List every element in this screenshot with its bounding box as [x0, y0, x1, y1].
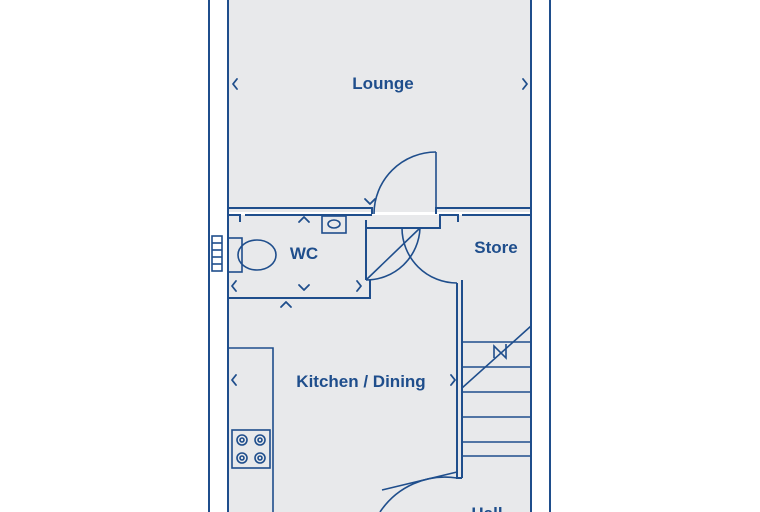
wc-top-wall [228, 214, 241, 222]
kitchen-top-chevron-icon [280, 301, 292, 308]
hob-ring-3 [236, 452, 248, 464]
kitchen-hob [231, 429, 271, 469]
kitchen-worktop [228, 347, 274, 512]
toilet-bowl [237, 239, 277, 271]
kitchen-floor [228, 280, 462, 512]
staircase [461, 325, 532, 457]
room-label-hall: Hall [471, 504, 502, 512]
wc-basin [321, 215, 347, 234]
hall-door-swing [379, 476, 458, 512]
room-label-store: Store [474, 238, 517, 257]
soil-pipe [211, 235, 223, 272]
store-floor [370, 215, 531, 280]
wc-door-swing [365, 227, 421, 281]
store-top-wall [365, 214, 459, 229]
lounge-door-swing [373, 151, 437, 215]
toilet-cistern [227, 237, 243, 273]
hob-ring-4 [254, 452, 266, 464]
room-label-wc: WC [290, 244, 318, 263]
wc-right-chevron-icon [356, 280, 362, 292]
room-label-lounge: Lounge [352, 74, 413, 93]
lounge-bottom-chevron-icon [364, 198, 376, 205]
wc-top-chevron-icon [298, 216, 310, 223]
wc-bottom-chevron-icon [298, 284, 310, 291]
lounge-floor [228, 0, 531, 212]
store-door-swing [401, 227, 458, 284]
lounge-left-chevron-icon [232, 78, 238, 90]
kitchen-left-chevron-icon [231, 374, 237, 386]
wc-left-chevron-icon [231, 280, 237, 292]
hob-ring-1 [236, 434, 248, 446]
kitchen-right-chevron-icon [450, 374, 456, 386]
hob-ring-2 [254, 434, 266, 446]
lounge-right-chevron-icon [522, 78, 528, 90]
hall-floor [462, 280, 531, 512]
wc-basin-bowl [327, 219, 341, 229]
room-label-kitchen: Kitchen / Dining [296, 372, 425, 391]
wc-door-leaf [365, 227, 421, 281]
wc-bottom-wall [228, 280, 371, 299]
lounge-bottom-wall-left [228, 207, 373, 214]
